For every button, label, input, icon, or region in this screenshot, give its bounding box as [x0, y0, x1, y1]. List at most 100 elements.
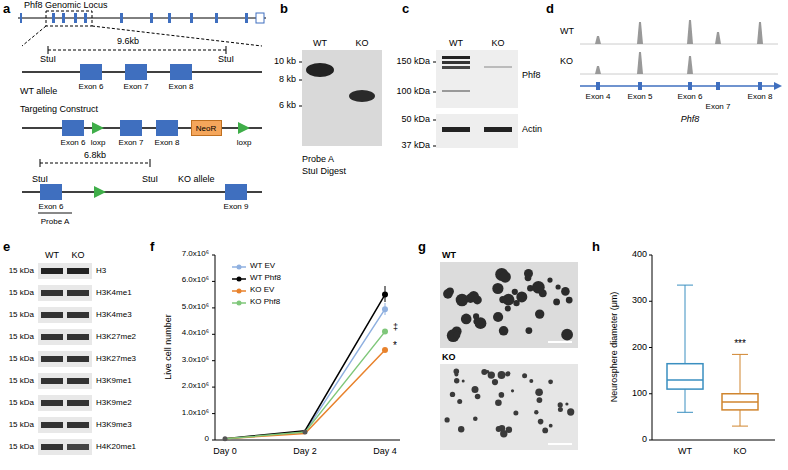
panel-label: 100: [632, 388, 647, 398]
panel-label: KO: [733, 446, 746, 456]
figure-shape: [687, 20, 693, 44]
figure-shape: [440, 262, 578, 348]
figure-shape: [38, 395, 92, 411]
figure-shape: [548, 379, 553, 384]
figure-shape: [526, 327, 533, 334]
figure-shape: [458, 426, 464, 432]
figure-shape: [649, 393, 652, 394]
figure-shape: [212, 334, 215, 335]
figure-shape: [84, 13, 87, 23]
panel-label: 15 kDa: [9, 354, 34, 363]
figure-shape: [498, 371, 506, 379]
figure-shape: [637, 22, 643, 44]
figure-shape: [453, 331, 460, 338]
panel-label: KO: [355, 38, 368, 48]
figure-shape: [46, 11, 92, 26]
figure-shape: [445, 417, 450, 422]
panel-label: Day 4: [373, 446, 397, 456]
gene-locus: [18, 11, 266, 46]
figure-shape: [215, 440, 400, 441]
panel-label: Phf8: [522, 70, 541, 80]
figure-shape: [256, 13, 264, 23]
panel-label: 15 kDa: [9, 420, 34, 429]
ko-allele: [22, 159, 262, 214]
panel-label: 4.0x10⁶: [182, 328, 209, 337]
panel-label: 6 kb: [279, 100, 296, 110]
panel-label: KO: [442, 352, 456, 362]
figure-shape: [486, 370, 489, 373]
figure-shape: [92, 122, 104, 134]
construct-label: Exon 8: [155, 138, 180, 147]
figure-shape: [525, 274, 532, 281]
figure-shape: [442, 61, 470, 64]
construct-label: Targeting Construct: [20, 104, 98, 114]
growth-chart: [212, 255, 400, 441]
panel-label: H3: [96, 266, 106, 275]
legend-text: KO EV: [250, 285, 274, 294]
figure-shape: [535, 309, 544, 318]
panel-label: H4K20me1: [96, 442, 136, 451]
panel-label: KO: [560, 56, 573, 66]
panel-label: h: [592, 240, 600, 255]
construct-label: 6.8kb: [84, 150, 106, 160]
figure-shape: [212, 255, 215, 256]
panel-label: Probe A: [302, 154, 334, 164]
figure-shape: [41, 422, 63, 428]
figure-shape: [537, 397, 543, 403]
figure-shape: [511, 389, 514, 392]
neurosphere-images: [440, 262, 578, 450]
figure-shape: [440, 364, 578, 450]
panel-label: 0: [642, 434, 647, 444]
figure-shape: [433, 62, 436, 63]
figure-shape: [67, 422, 89, 428]
figure-shape: [190, 13, 193, 23]
panel-label: 37 kDa: [401, 140, 430, 150]
figure-shape: [67, 356, 89, 362]
panel-label: e: [3, 240, 10, 255]
figure-shape: [580, 85, 774, 87]
figure-shape: [722, 394, 758, 410]
figure-shape: [722, 401, 758, 403]
figure-shape: [156, 120, 178, 136]
figure-shape: [38, 212, 72, 214]
figure-shape: [443, 289, 453, 299]
figure-shape: [52, 13, 55, 23]
figure-shape: [740, 410, 741, 426]
figure-shape: [168, 13, 171, 23]
figure-shape: [170, 64, 192, 80]
figure-shape: [716, 82, 720, 90]
panel-label: Actin: [522, 124, 542, 134]
figure-shape: [443, 268, 574, 438]
figure-shape: [556, 284, 561, 289]
figure-shape: [382, 329, 388, 335]
figure-shape: [757, 22, 763, 44]
panel-label: 200: [632, 342, 647, 352]
figure-shape: [549, 424, 553, 428]
figure-shape: [637, 52, 643, 74]
figure-shape: [516, 291, 527, 302]
figure-shape: [225, 332, 385, 439]
figure-shape: [649, 255, 652, 256]
figure-shape: [67, 312, 89, 318]
rna-seq-tracks: [580, 20, 782, 90]
figure-shape: [38, 373, 92, 389]
figure-shape: [732, 354, 748, 355]
construct-label: 9.6kb: [117, 36, 139, 46]
figure-shape: [652, 440, 775, 441]
figure-shape: [67, 334, 89, 340]
panel-label: Exon 5: [628, 92, 653, 101]
panel-label: WT: [442, 250, 456, 260]
figure-shape: [237, 265, 242, 270]
figure-shape: [542, 428, 548, 434]
construct-label: StuI: [40, 54, 56, 64]
figure-shape: [41, 356, 63, 362]
figure-shape: [225, 309, 385, 439]
figure-shape: [558, 407, 563, 412]
figure-shape: [225, 184, 247, 200]
figure-shape: [74, 13, 77, 23]
construct-label: KO allele: [178, 174, 215, 184]
figure-shape: [442, 127, 470, 132]
figure-shape: [667, 364, 703, 389]
figure-shape: [685, 389, 686, 412]
